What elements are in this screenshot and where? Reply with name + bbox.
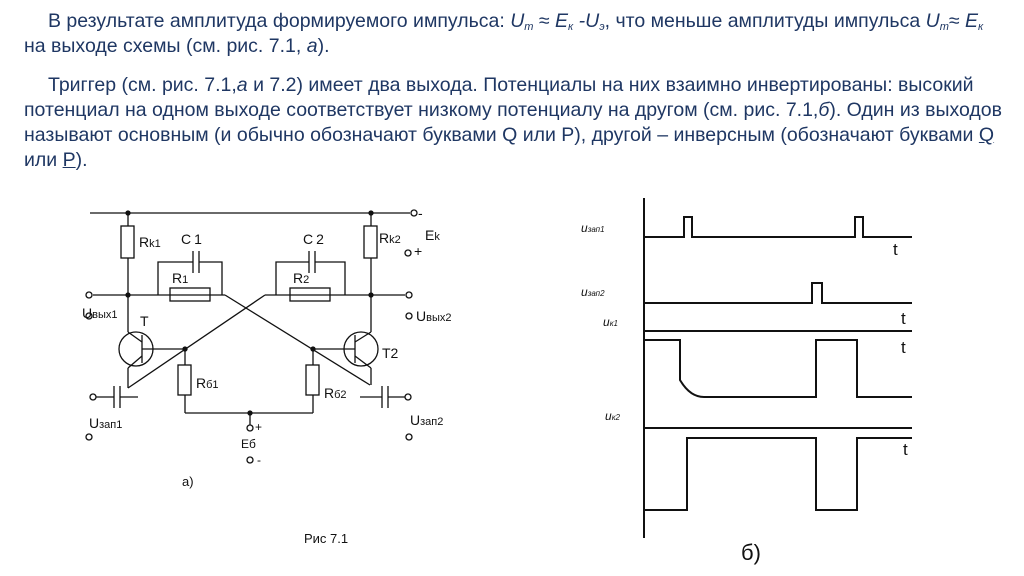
p1-text-3: на выходе схемы (см. рис. 7.1, — [24, 35, 307, 57]
label-plus-ek: + — [414, 243, 422, 259]
p1-approx2: ≈ — [948, 10, 965, 32]
label-uzap2: Uзап2 — [410, 412, 443, 428]
label-t1: T — [140, 313, 149, 329]
p1-approx: ≈ — [533, 10, 556, 32]
p1-ue: -U — [573, 10, 600, 32]
p2-text-3: ). Один из выходов называют основным (и … — [24, 99, 1003, 146]
p2-or: или — [24, 149, 63, 171]
label-minus-top: - — [418, 205, 423, 221]
p2-text-2: и 7.2) имеет два выхода. Потенциалы на н… — [24, 74, 974, 121]
label-t-1: t — [893, 240, 898, 259]
paragraph-1: В результате амплитуда формируемого импу… — [24, 9, 1009, 59]
label-plus-eb: + — [255, 420, 262, 434]
label-uvyx1: Uвых1 — [82, 305, 118, 321]
label-eb: Еб — [241, 437, 256, 451]
resistor-r2 — [289, 287, 331, 302]
label-rk2: Rk2 — [379, 230, 401, 246]
wave-uk2 — [644, 437, 912, 511]
p1-ek2-sub: к — [978, 21, 984, 33]
label-uzap1: Uзап1 — [89, 415, 122, 431]
p2-text-1: Триггер (см. рис. 7.1, — [48, 74, 237, 96]
label-t2: T2 — [382, 345, 399, 361]
p1-ek-sub: к — [568, 21, 574, 33]
figure-caption: Рис 7.1 — [304, 531, 348, 546]
label-u-zap1: uзап1 — [581, 221, 605, 235]
label-u-k1: uк1 — [603, 315, 618, 329]
p1-text-1: В результате амплитуда формируемого импу… — [48, 10, 511, 32]
label-u-k2: uк2 — [605, 409, 620, 423]
p1-um-sub: m — [524, 21, 534, 33]
wave-uk1 — [644, 339, 912, 398]
label-uvyx2: Uвых2 — [416, 308, 452, 324]
label-t-3: t — [901, 338, 906, 357]
label-rb1: Rб1 — [196, 375, 219, 391]
label-minus-eb: - — [257, 453, 261, 467]
label-u-zap2: uзап2 — [581, 285, 605, 299]
paragraph-2: Триггер (см. рис. 7.1,а и 7.2) имеет два… — [24, 73, 1009, 173]
p2-text-4: ). — [75, 149, 88, 171]
p2-p-inverse: P — [62, 149, 76, 171]
p1-um2: U — [925, 10, 940, 32]
label-rk1: Rk1 — [139, 234, 161, 250]
p1-text-4: ). — [317, 35, 330, 57]
wave-zap2 — [644, 282, 912, 304]
p2-a: а — [236, 74, 248, 96]
p1-text-2: , что меньше амплитуды импульса — [604, 10, 926, 32]
p2-b: б — [818, 99, 830, 121]
p1-ek: E — [555, 10, 569, 32]
label-ek: Ek — [425, 227, 440, 243]
label-r2: R2 — [293, 270, 309, 286]
p1-ek2: E — [964, 10, 978, 32]
p2-q-inverse: Q — [978, 124, 995, 146]
label-rb2: Rб2 — [324, 385, 347, 401]
label-r1: R1 — [172, 270, 188, 286]
label-a: а) — [182, 474, 194, 489]
p1-um2-sub: m — [939, 21, 949, 33]
resistor-r1 — [169, 287, 211, 302]
p1-ue-sub: э — [599, 21, 605, 33]
label-t-2: t — [901, 309, 906, 328]
p1-um: U — [510, 10, 525, 32]
p1-a: а — [306, 35, 318, 57]
label-t-4: t — [903, 440, 908, 459]
wave-zap1 — [644, 216, 912, 238]
label-b: б) — [741, 540, 761, 565]
